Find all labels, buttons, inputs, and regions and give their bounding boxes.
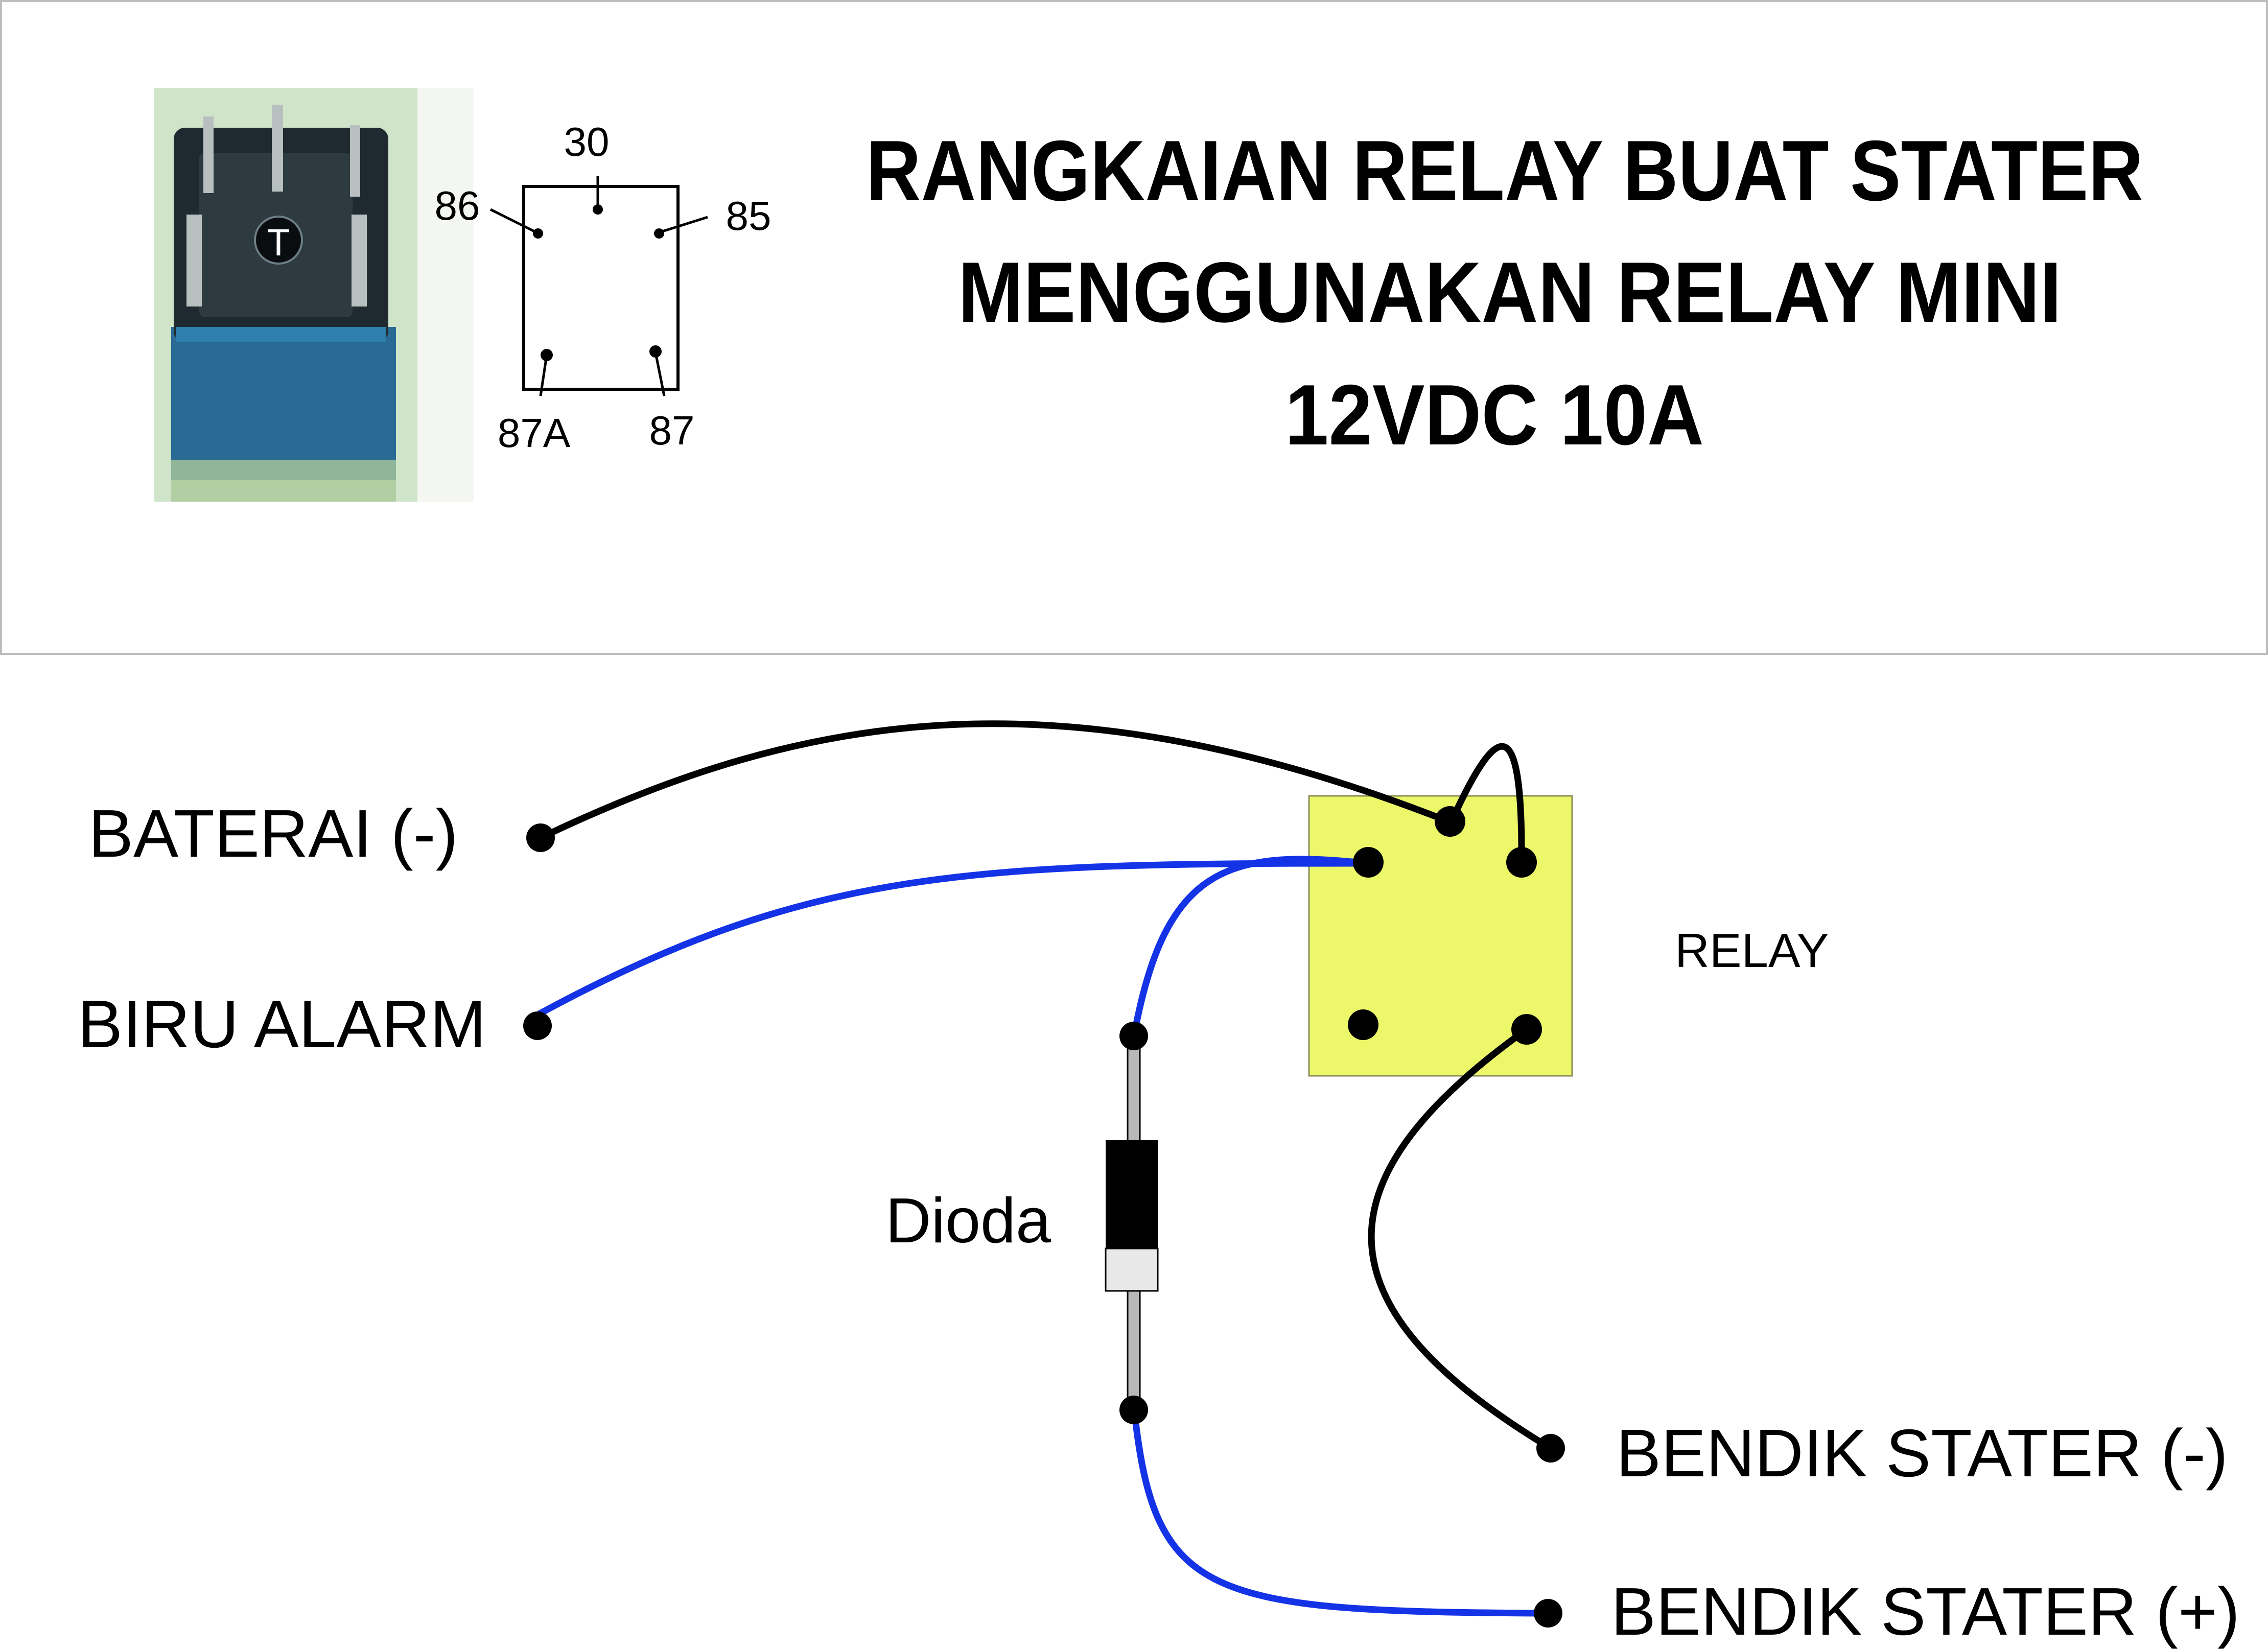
photo-marking-text: T	[267, 221, 290, 264]
relay-pin-87a	[1348, 1009, 1378, 1040]
wire-biru-alarm	[537, 860, 1367, 1017]
pinout-dot-87a	[541, 349, 553, 361]
title-line-1: RANGKAIAN RELAY BUAT STATER	[866, 123, 2143, 219]
diode	[1105, 1036, 1159, 1412]
diode-cathode-band	[1105, 1247, 1159, 1292]
label-baterai-negative: BATERAI (-)	[88, 796, 458, 871]
relay-pin-86	[1353, 847, 1384, 878]
pin-label-85: 85	[726, 193, 771, 239]
wire-relay-jumper	[1448, 743, 1525, 863]
terminal-bendik-negative	[1536, 1434, 1565, 1463]
title-line-2: MENGGUNAKAN RELAY MINI	[958, 244, 2062, 340]
terminals	[523, 806, 1565, 1628]
relay-pin-85	[1506, 847, 1537, 878]
title-block: RANGKAIAN RELAY BUAT STATER MENGGUNAKAN …	[866, 123, 2143, 463]
terminal-baterai	[526, 823, 555, 852]
label-dioda: Dioda	[885, 1186, 1051, 1256]
relay-pin-87	[1511, 1014, 1542, 1045]
pin-label-86: 86	[435, 183, 480, 228]
relay-pin-30	[1435, 806, 1465, 837]
pin-label-87a: 87A	[498, 410, 571, 456]
wire-diode-anode	[1131, 856, 1367, 1035]
pinout-dot-86	[533, 228, 543, 239]
pinout-dot-30	[593, 204, 603, 215]
diode-body	[1106, 1140, 1158, 1248]
terminal-diode-top	[1119, 1022, 1148, 1050]
pinout-dot-85	[654, 228, 664, 239]
terminal-biru-alarm	[523, 1011, 552, 1040]
terminal-diode-bottom	[1119, 1396, 1148, 1424]
pin-label-87: 87	[649, 408, 695, 453]
label-relay: RELAY	[1675, 924, 1829, 977]
pinout-outline	[522, 185, 680, 391]
pinout-dot-87	[649, 345, 662, 358]
pin-label-30: 30	[564, 119, 610, 164]
wire-bendik-negative	[1368, 1026, 1553, 1451]
title-line-3: 12VDC 10A	[1285, 367, 1704, 463]
label-bendik-positive: BENDIK STATER (+)	[1611, 1574, 2240, 1649]
wire-battery-negative	[539, 720, 1453, 841]
relay-pinout-sketch: 30 86 85 87A 87	[435, 119, 771, 456]
wire-bendik-positive	[1131, 1409, 1549, 1617]
label-bendik-negative: BENDIK STATER (-)	[1616, 1416, 2228, 1491]
relay-photo: T	[154, 88, 474, 502]
label-biru-alarm: BIRU ALARM	[78, 986, 486, 1062]
terminal-bendik-positive	[1534, 1599, 1562, 1628]
